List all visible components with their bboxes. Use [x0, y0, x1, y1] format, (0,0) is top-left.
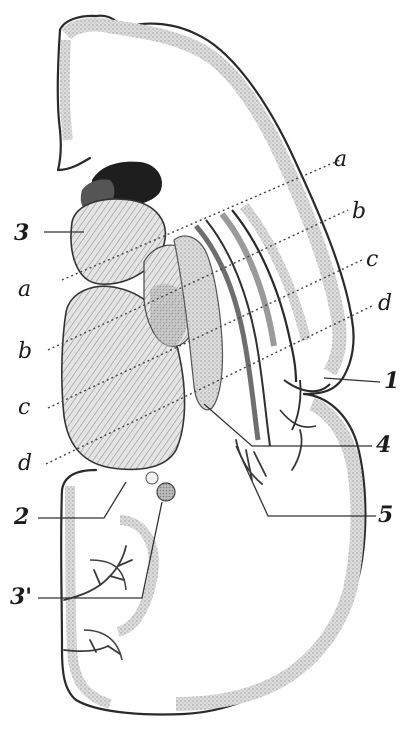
label-b-right: b [352, 199, 366, 224]
label-a-right: a [334, 147, 347, 172]
label-c-right: c [366, 247, 378, 272]
label-4: 4 [376, 432, 391, 458]
label-3: 3 [14, 220, 29, 246]
label-c-left: c [18, 395, 30, 420]
leader-2 [38, 482, 126, 518]
label-2: 2 [13, 504, 29, 530]
label-d-right: d [378, 291, 392, 316]
label-1: 1 [384, 368, 399, 394]
label-5: 5 [378, 502, 393, 528]
label-d-left: d [18, 451, 32, 476]
label-b-left: b [18, 339, 32, 364]
label-a-left: a [18, 277, 31, 302]
small-nucleus [146, 472, 175, 501]
label-3prime: 3' [10, 584, 32, 610]
leader-1 [324, 378, 380, 382]
